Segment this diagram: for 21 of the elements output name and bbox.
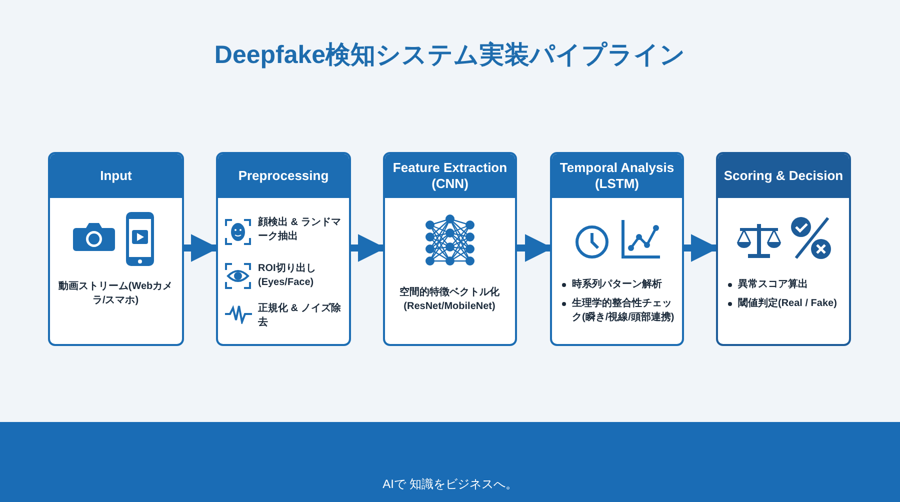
card-heading: Scoring & Decision [724,168,844,184]
stage-card [716,152,851,346]
card-heading: Preprocessing [238,168,329,184]
body-text: ROI切り出し(Eyes/Face) [258,262,317,290]
body-text: 動画ストリーム(Webカメラ/スマホ) [57,280,174,308]
card-heading: Input [100,168,132,184]
stage-card [550,152,684,346]
bullet-item: 生理学的整合性チェック(瞬き/視線/頭部連携) [560,297,678,325]
card-heading: Temporal Analysis (LSTM) [558,160,676,192]
bullet-item: 閾値判定(Real / Fake) [726,297,845,311]
bullet-item: 異常スコア算出 [726,278,845,292]
body-text: 空間的特徴ベクトル化(ResNet/MobileNet) [398,286,500,314]
stage-card [48,152,184,346]
bullet-item: 時系列パターン解析 [560,278,678,292]
tagline: AIで 知識をビジネスへ。 [382,476,518,493]
stage-card [216,152,351,346]
stage-card [383,152,517,346]
card-heading: Feature Extraction (CNN) [392,160,508,192]
body-text: 顔検出 & ランドマーク抽出 [258,216,342,244]
title: Deepfake検知システム実装パイプライン [213,40,687,71]
body-text: 正規化 & ノイズ除去 [258,302,342,330]
